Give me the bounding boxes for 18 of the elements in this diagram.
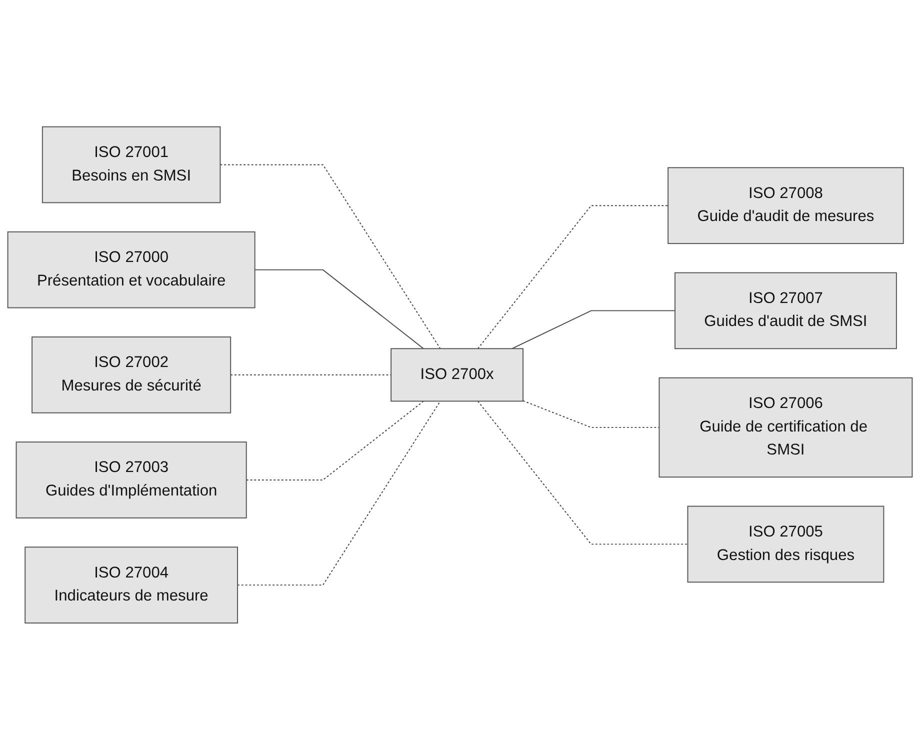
node-box: ISO 27007 Guides d'audit de SMSI bbox=[674, 272, 897, 349]
node-box: ISO 27000 Présentation et vocabulaire bbox=[7, 230, 256, 308]
node-box: ISO 27006 Guide de certification de SMSI bbox=[658, 376, 913, 478]
node-box: ISO 2700x bbox=[390, 348, 524, 402]
node-box: ISO 27005 Gestion des risques bbox=[687, 505, 884, 582]
node-box: ISO 27004 Indicateurs de mesure bbox=[24, 546, 238, 624]
connector bbox=[511, 310, 676, 349]
connector bbox=[477, 400, 688, 544]
connector bbox=[237, 400, 441, 586]
connector bbox=[522, 400, 660, 428]
connector bbox=[254, 268, 424, 349]
node-box: ISO 27002 Mesures de sécurité bbox=[32, 336, 232, 413]
connector bbox=[477, 204, 669, 349]
connector bbox=[220, 164, 441, 349]
node-box: ISO 27001 Besoins en SMSI bbox=[42, 126, 221, 203]
node-box: ISO 27003 Guides d'Implémentation bbox=[16, 441, 247, 518]
node-box: ISO 27008 Guide d'audit de mesures bbox=[668, 166, 904, 244]
connector bbox=[246, 400, 424, 480]
